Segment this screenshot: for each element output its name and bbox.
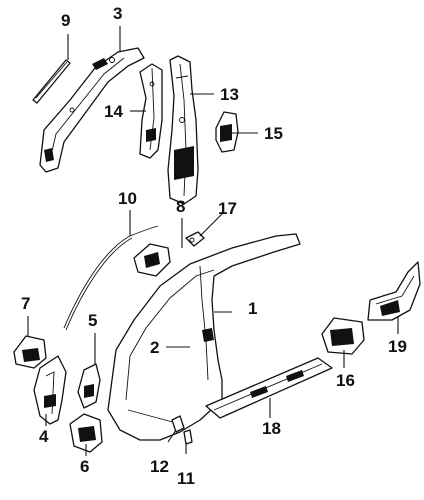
part-6-lower-bracket (69, 413, 103, 453)
callout-3: 3 (113, 4, 123, 23)
callout-7: 7 (21, 294, 31, 313)
part-4-hinge-pillar-inner (33, 355, 67, 425)
callout-4: 4 (39, 427, 49, 446)
callout-18: 18 (262, 419, 281, 438)
callout-10: 10 (118, 189, 137, 208)
leader-17 (199, 213, 223, 237)
callout-17: 17 (218, 199, 237, 218)
part-15-bracket (215, 111, 239, 153)
leader-lines (27, 26, 399, 456)
callout-11: 11 (177, 469, 195, 488)
callout-19: 19 (388, 337, 407, 356)
part-3-pillar-upper (39, 47, 145, 173)
callout-15: 15 (264, 124, 283, 143)
callout-1: 1 (248, 299, 258, 318)
callout-5: 5 (88, 311, 98, 330)
callout-8: 8 (176, 197, 186, 216)
leader-12 (167, 429, 177, 443)
part-14-center-pillar-inner (139, 63, 163, 159)
part-16-quarter-inner (321, 317, 365, 355)
callout-16: 16 (336, 371, 355, 390)
part-9-molding-strip (32, 59, 71, 104)
part-11-fastener (183, 429, 193, 445)
callout-14: 14 (104, 102, 123, 121)
part-17-clip (185, 231, 205, 247)
part-19-rear-lower-panel (367, 261, 421, 321)
part-13-center-pillar (167, 55, 199, 205)
part-7-gusset (13, 335, 47, 369)
part-18-rocker-panel (205, 357, 333, 419)
callout-13: 13 (220, 85, 239, 104)
part-8-corner-bracket (133, 243, 171, 277)
part-5-pillar-reinforcement (77, 363, 101, 409)
callout-9: 9 (61, 11, 71, 30)
part-10-weatherstrip (63, 225, 159, 331)
callout-12: 12 (150, 457, 169, 476)
callout-6: 6 (80, 457, 90, 476)
part-12-fastener (171, 415, 185, 433)
callout-2: 2 (150, 338, 160, 357)
